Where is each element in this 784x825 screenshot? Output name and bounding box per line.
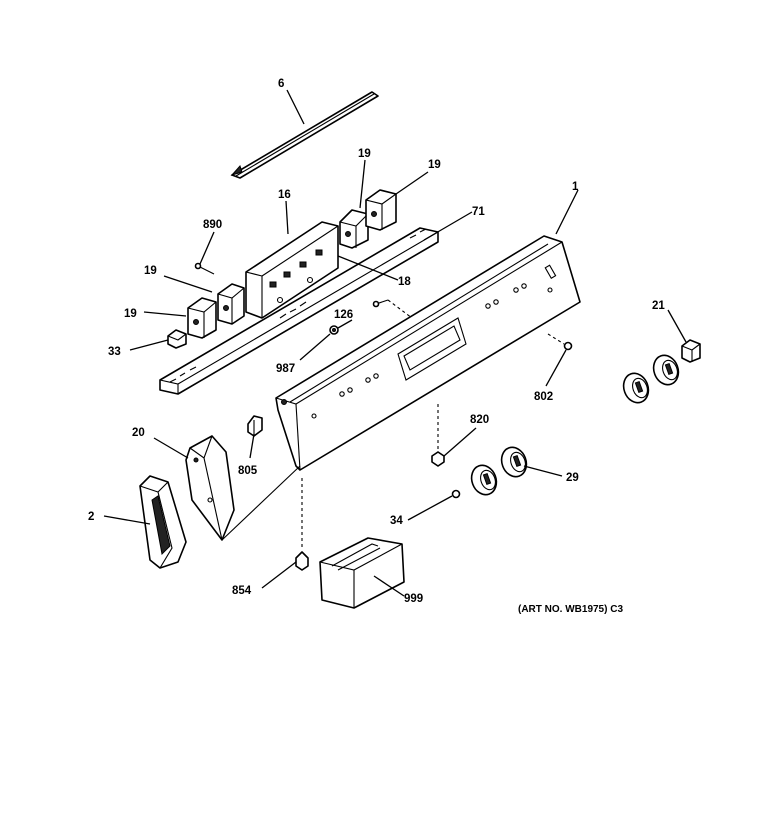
callout-999: 999 (404, 593, 423, 605)
callout-20: 20 (132, 427, 145, 439)
knob-29-a (470, 464, 498, 496)
callout-19-top-right: 19 (428, 159, 441, 171)
callout-29: 29 (566, 472, 579, 484)
leader-lines (103, 89, 687, 597)
callout-1: 1 (572, 181, 579, 193)
callout-71: 71 (472, 206, 485, 218)
screw-820 (431, 404, 445, 467)
connector-33 (167, 329, 187, 349)
callout-802: 802 (534, 391, 553, 403)
screw-854 (295, 478, 309, 571)
callout-820: 820 (470, 414, 489, 426)
callout-19-lower-left: 19 (124, 308, 137, 320)
callout-6: 6 (278, 78, 284, 90)
screw-34 (451, 489, 461, 499)
knob-29-b (500, 446, 528, 478)
screw-802 (547, 333, 573, 351)
knob-right-b (652, 354, 680, 386)
switch-19-c (217, 283, 245, 325)
callout-2: 2 (88, 511, 94, 523)
callout-987: 987 (276, 363, 295, 375)
switch-19-a (339, 209, 369, 249)
switch-19-d (187, 297, 217, 339)
end-cap-2 (139, 475, 187, 569)
package-999 (319, 537, 405, 609)
screw-126 (372, 299, 413, 319)
callout-18: 18 (398, 276, 411, 288)
control-panel-1 (275, 235, 581, 471)
callout-21: 21 (652, 300, 665, 312)
bracket-20 (185, 435, 301, 541)
art-number: (ART NO. WB1975) C3 (518, 604, 623, 615)
screw-890 (194, 262, 215, 275)
callout-16: 16 (278, 189, 291, 201)
callout-34: 34 (390, 515, 403, 527)
callout-126: 126 (334, 309, 353, 321)
clip-805 (247, 415, 263, 437)
callout-890: 890 (203, 219, 222, 231)
long-bracket-71 (159, 227, 439, 395)
callout-19-left: 19 (144, 265, 157, 277)
clip-21 (681, 339, 701, 363)
trim-strip-6 (230, 91, 379, 179)
callout-854: 854 (232, 585, 252, 597)
knob-right-a (622, 372, 650, 404)
switch-19-b (365, 189, 397, 231)
clip-987 (329, 325, 339, 335)
control-board-16 (245, 221, 339, 319)
callout-19-top-left: 19 (358, 148, 371, 160)
callout-33: 33 (108, 346, 121, 358)
callout-805: 805 (238, 465, 258, 477)
